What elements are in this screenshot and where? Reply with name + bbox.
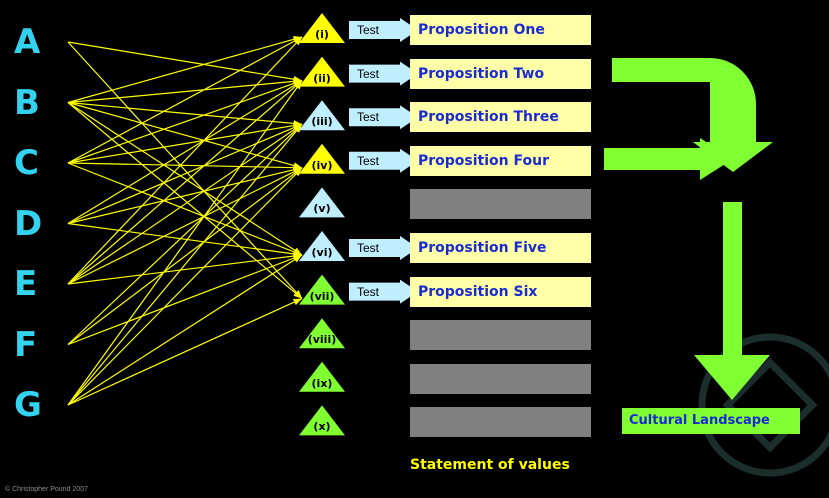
test-arrow-shape [349,105,418,130]
right-arrow [604,138,733,180]
statement-of-values-label: Statement of values [410,457,570,473]
criterion-triangle [299,405,345,436]
down-arrow [694,202,770,400]
connector-b-iii [67,101,303,125]
connector-f-vi [67,254,303,346]
proposition-box: Proposition Six [410,276,591,307]
connector-b-vii [67,102,303,300]
proposition-box: Proposition Four [410,145,591,176]
connector-e-iii [67,123,303,285]
letter-f: F [14,324,38,365]
connector-g-vii [67,298,303,406]
connector-d-ii [67,80,303,225]
criteria-triangles [299,13,345,436]
letter-c: C [14,143,39,183]
connector-e-vi [67,254,303,285]
connector-lines [67,36,303,406]
connector-f-iv [67,167,303,345]
connector-arrowhead [293,167,302,177]
letter-d: D [14,203,43,244]
criterion-numeral: (ix) [311,376,333,390]
connector-d-iii [67,123,303,225]
connector-c-iii [67,123,303,164]
criterion-numeral: (x) [313,420,331,434]
test-arrow-shape [349,61,418,86]
connector-a-vii [67,41,303,300]
connector-e-i [67,36,303,285]
connector-b-ii [67,80,303,104]
criterion-numeral: (vii) [309,289,335,303]
test-arrow-shape [349,279,418,304]
criterion-numeral: (ii) [313,71,331,85]
connector-g-iii [67,123,303,406]
connector-d-iv [67,167,303,225]
criterion-triangle [299,187,345,218]
connector-arrowhead [293,255,302,263]
letter-b: B [14,82,40,123]
criterion-triangle [299,274,345,305]
cultural-landscape-label: Cultural Landscape [622,408,800,434]
connector-arrowhead [293,298,302,306]
criterion-numeral: (iii) [311,115,333,129]
criterion-numeral: (v) [313,202,331,216]
connector-d-vi [67,222,303,256]
criterion-triangle [299,56,345,87]
connector-c-ii [67,80,303,164]
empty-proposition-box [410,189,591,220]
curved-arrow [612,58,773,172]
letter-g: G [14,385,42,425]
criterion-triangle [299,318,345,349]
criterion-triangle [299,143,345,174]
connector-arrowhead [293,37,302,46]
criterion-triangle [299,231,345,261]
proposition-box: Proposition One [410,15,591,45]
test-arrow-shape [349,148,418,173]
connector-a-ii [67,41,303,82]
criterion-triangle [299,361,345,392]
connector-e-iv [67,167,303,285]
test-label: Test [357,23,380,37]
test-arrows [349,18,418,304]
proposition-box: Proposition Three [410,102,591,133]
empty-proposition-box [410,363,591,394]
connector-g-iv [67,167,303,406]
letter-a: A [14,22,41,62]
criterion-triangle [299,100,345,131]
criterion-numeral: (viii) [307,333,337,347]
letter-e: E [14,264,38,304]
connector-e-ii [67,80,303,285]
test-label: Test [357,153,380,168]
connector-c-iv [67,162,303,169]
proposition-box: Proposition Five [410,233,591,263]
empty-proposition-box [410,320,591,351]
test-arrow-shape [349,18,418,42]
connector-c-i [67,36,303,164]
connector-g-ii [67,80,303,406]
test-label: Test [357,284,380,299]
criterion-numeral: (iv) [311,158,333,172]
connector-g-vi [67,254,303,406]
criterion-triangle [299,13,345,43]
proposition-box: Proposition Two [410,58,591,89]
test-label: Test [357,241,380,255]
test-label: Test [357,110,380,125]
connector-b-iv [67,101,303,169]
test-label: Test [357,66,380,81]
criterion-numeral: (i) [315,28,329,41]
criterion-numeral: (vi) [311,246,333,259]
connector-f-iii [67,123,303,345]
connector-arrowhead [294,80,302,90]
connector-b-vi [67,101,303,256]
empty-proposition-box [410,407,591,438]
connector-arrowhead [294,124,302,133]
test-arrow-shape [349,236,418,260]
copyright-text: © Christopher Pound 2007 [5,486,88,493]
flow-arrows [604,58,773,400]
connector-arrowhead [293,290,302,299]
connector-b-i [67,36,303,104]
connector-c-vi [67,162,303,256]
